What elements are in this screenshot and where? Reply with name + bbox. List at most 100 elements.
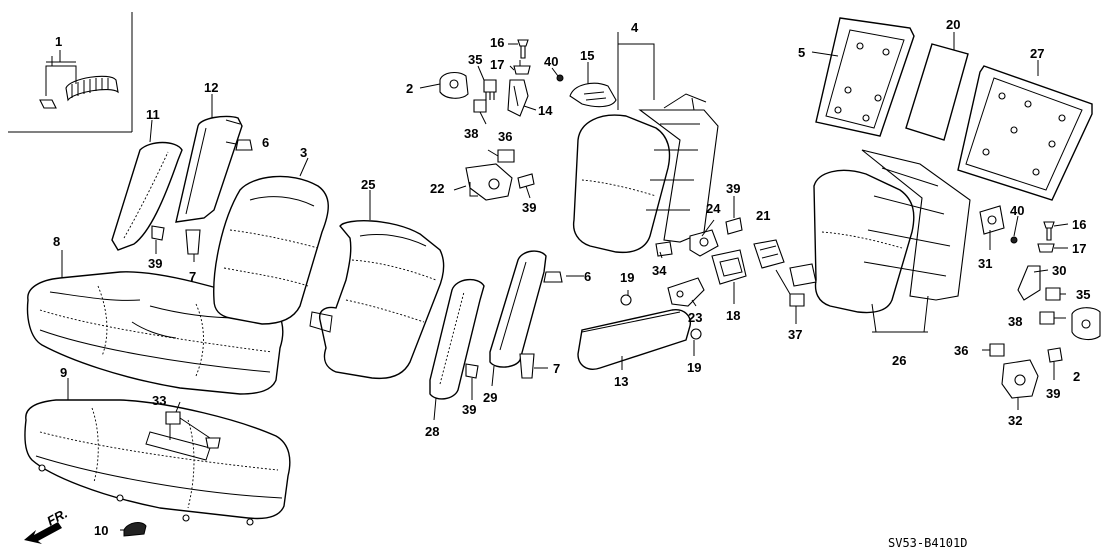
callout-27: 27 [1030, 46, 1044, 61]
callout-38: 38 [464, 126, 478, 141]
side-panel-29 [489, 250, 547, 368]
callout-8: 8 [53, 234, 60, 249]
callout-39: 39 [462, 402, 476, 417]
back-panel-5 [815, 17, 915, 137]
side-bolster-12 [175, 115, 243, 223]
callout-19: 19 [620, 270, 634, 285]
clip-7b [519, 353, 535, 379]
callout-3: 3 [300, 145, 307, 160]
bolt-39a [517, 173, 535, 189]
callout-6: 6 [262, 135, 269, 150]
bolt-37 [775, 269, 805, 307]
nut-17b [1037, 243, 1055, 253]
callout-38: 38 [1008, 314, 1022, 329]
bolt-39e [1047, 347, 1063, 363]
hinge-32 [1001, 359, 1039, 399]
clip-7a [185, 229, 201, 255]
callout-15: 15 [580, 48, 594, 63]
clip-19b [690, 328, 702, 340]
bolt-38a [473, 99, 487, 113]
seat-cushion-pad-9 [24, 399, 291, 526]
callout-17: 17 [1072, 241, 1086, 256]
callout-35: 35 [1076, 287, 1090, 302]
bolt-38b [1039, 311, 1055, 325]
callout-29: 29 [483, 390, 497, 405]
callout-25: 25 [361, 177, 375, 192]
callout-16: 16 [490, 35, 504, 50]
armrest-13 [577, 309, 691, 370]
nut-17a [513, 65, 531, 75]
callout-37: 37 [788, 327, 802, 342]
back-panel-20 [905, 43, 969, 141]
bolt-39b [151, 225, 165, 241]
callout-26: 26 [892, 353, 906, 368]
callout-20: 20 [946, 17, 960, 32]
callout-36: 36 [954, 343, 968, 358]
callout-11: 11 [146, 107, 160, 122]
hinge-22 [465, 163, 513, 201]
seat-back-pad-3 [213, 175, 329, 325]
hinge-bracket-2-right [1071, 307, 1101, 341]
callout-35: 35 [468, 52, 482, 67]
callout-5: 5 [798, 45, 805, 60]
bolt-35a [483, 79, 497, 100]
callout-39: 39 [148, 256, 162, 271]
diagram-code: SV53-B4101D [888, 536, 967, 550]
seat-back-frame-26 [789, 149, 971, 314]
back-panel-27 [957, 65, 1093, 201]
clip-40a [556, 74, 564, 82]
callout-21: 21 [756, 208, 770, 223]
callout-28: 28 [425, 424, 439, 439]
bolt-33 [165, 411, 221, 449]
bolt-34 [655, 241, 673, 257]
callout-16: 16 [1072, 217, 1086, 232]
callout-6: 6 [584, 269, 591, 284]
callout-22: 22 [430, 181, 444, 196]
bolt-36b [989, 343, 1005, 357]
hinge-cover-15 [569, 82, 617, 108]
clip-6a [235, 139, 253, 151]
clip-19a [620, 294, 632, 306]
callout-40: 40 [544, 54, 558, 69]
callout-7: 7 [189, 269, 196, 284]
bracket-21 [753, 239, 785, 269]
latch-30 [1017, 265, 1041, 301]
hinge-bracket-31 [979, 205, 1005, 235]
callout-2: 2 [1073, 369, 1080, 384]
callout-23: 23 [688, 310, 702, 325]
callout-39: 39 [1046, 386, 1060, 401]
bracket-24 [689, 229, 719, 257]
callout-39: 39 [522, 200, 536, 215]
callout-19: 19 [687, 360, 701, 375]
seat-back-cover-25 [309, 220, 445, 380]
callout-39: 39 [726, 181, 740, 196]
callout-2: 2 [406, 81, 413, 96]
callout-9: 9 [60, 365, 67, 380]
side-bolster-11 [111, 141, 183, 251]
bolt-16a [517, 39, 529, 59]
callout-36: 36 [498, 129, 512, 144]
callout-13: 13 [614, 374, 628, 389]
callout-18: 18 [726, 308, 740, 323]
side-panel-28 [429, 279, 485, 400]
callout-34: 34 [652, 263, 667, 278]
clip-part-1 [39, 56, 119, 109]
armrest-lid-23 [667, 277, 705, 307]
callout-33: 33 [152, 393, 166, 408]
callout-17: 17 [490, 57, 504, 72]
bolt-35b [1045, 287, 1061, 301]
callout-10: 10 [94, 523, 108, 538]
front-arrow-icon [24, 522, 62, 544]
callout-30: 30 [1052, 263, 1066, 278]
callout-32: 32 [1008, 413, 1022, 428]
bolt-36a [497, 149, 515, 163]
callout-7: 7 [553, 361, 560, 376]
callout-14: 14 [538, 103, 553, 118]
front-indicator-label: FR. [44, 506, 70, 529]
callout-12: 12 [204, 80, 218, 95]
callout-40: 40 [1010, 203, 1024, 218]
bolt-39c [465, 363, 479, 379]
bolt-16b [1043, 221, 1055, 241]
latch-assembly-14 [507, 79, 529, 117]
